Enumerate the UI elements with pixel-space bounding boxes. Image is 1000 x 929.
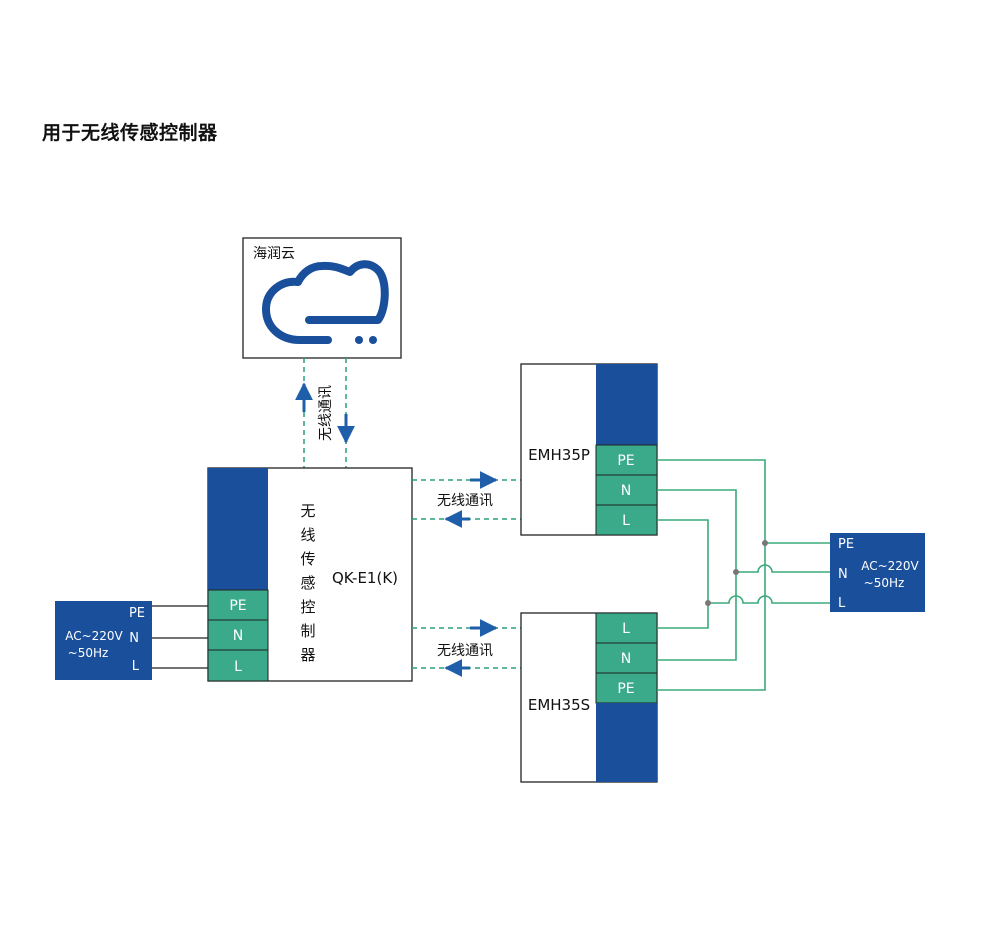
left-supply-spec1: AC~220V: [65, 629, 123, 643]
bottom-device-terminal-l: L: [622, 621, 630, 637]
vertical-wireless-link: 无线通讯: [295, 358, 355, 468]
controller-char-2: 线: [300, 526, 315, 544]
controller-box: PE N L 无 线 传 感 控 制 器 QK-E1(K): [207, 467, 413, 682]
bottom-link-label: 无线通讯: [437, 643, 493, 659]
right-supply-pe: PE: [838, 537, 854, 552]
right-power-supply: PE N L AC~220V ~50Hz: [830, 533, 925, 612]
right-supply-n: N: [838, 567, 848, 582]
bottom-device-terminal-n: N: [621, 651, 631, 667]
top-link-label: 无线通讯: [437, 493, 493, 509]
bottom-device-box: L N PE EMH35S: [520, 612, 658, 783]
left-supply-wires: [152, 605, 208, 669]
top-device-terminal-l: L: [622, 513, 630, 529]
cloud-box: 海润云: [242, 237, 402, 359]
controller-char-1: 无: [300, 502, 315, 520]
junction-dots: [705, 540, 768, 606]
right-wiring: [657, 459, 830, 691]
cloud-logo-icon: [262, 260, 389, 344]
right-supply-l: L: [838, 596, 846, 611]
controller-char-7: 器: [300, 646, 315, 664]
right-supply-spec1: AC~220V: [861, 559, 919, 573]
left-supply-pe: PE: [129, 606, 145, 621]
vertical-link-label: 无线通讯: [318, 385, 334, 441]
left-supply-spec2: ~50Hz: [68, 646, 109, 660]
top-device-model: EMH35P: [528, 446, 590, 464]
bottom-device-terminal-pe: PE: [617, 681, 634, 697]
top-device-terminal-n: N: [621, 483, 631, 499]
left-power-supply: PE N L AC~220V ~50Hz: [55, 601, 152, 680]
top-wireless-link: 无线通讯: [412, 471, 521, 528]
bottom-device-model: EMH35S: [528, 696, 590, 714]
top-device-box: PE N L EMH35P: [520, 363, 658, 536]
controller-char-5: 控: [300, 598, 315, 616]
controller-char-4: 感: [300, 574, 315, 592]
page-title: 用于无线传感控制器: [42, 122, 218, 144]
left-supply-n: N: [129, 631, 139, 646]
right-supply-spec2: ~50Hz: [864, 576, 905, 590]
controller-terminal-n: N: [233, 628, 243, 644]
top-device-terminal-pe: PE: [617, 453, 634, 469]
controller-char-3: 传: [300, 550, 315, 568]
controller-model: QK-E1(K): [332, 569, 398, 587]
controller-terminal-l: L: [234, 659, 242, 675]
bottom-wireless-link: 无线通讯: [412, 619, 521, 677]
cloud-label: 海润云: [253, 246, 295, 262]
left-supply-l: L: [132, 659, 140, 674]
controller-char-6: 制: [300, 622, 315, 640]
controller-terminal-pe: PE: [229, 598, 246, 614]
